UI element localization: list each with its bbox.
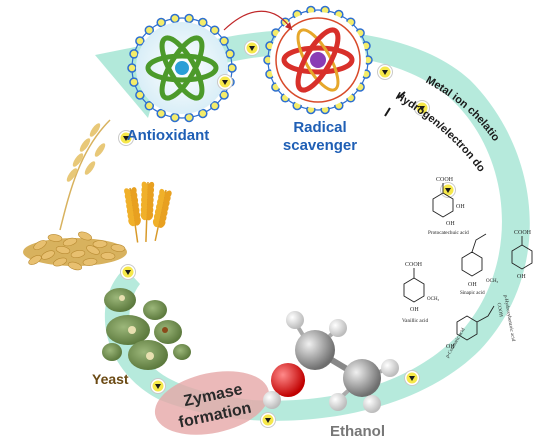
link-arrow [223,10,293,31]
arrow-badge-icon [150,378,166,394]
protocatechuic-oh2: OH [446,221,455,227]
atom-icon [136,22,228,114]
phenolic-acid-structures: COOH OH OH Protocatechuic acid OCH₃ OH S… [402,177,533,359]
radical-atom-ring [263,5,373,115]
ring-bead [184,112,194,123]
protocatechuic-label: Protocatechuic acid [428,230,469,236]
ring-bead [209,101,220,111]
ring-bead [156,17,166,28]
grain [62,237,78,247]
grain [70,250,86,258]
vanillic-oh: OH [410,307,419,313]
vanillic-cooh: COOH [405,262,423,268]
oat-sprig [59,119,111,231]
sinapic-oh: OH [468,282,477,288]
ring-bead [184,13,194,24]
ring-bead [198,108,208,119]
radical-label-line1: Radical [293,119,346,136]
ring-bead [127,63,137,73]
radical-atom-icon [270,12,366,108]
protocatechuic-oh1: OH [456,204,465,210]
coumaric-cooh: COOH [496,303,503,318]
link-arrowhead [285,22,292,30]
zymase-bubble [154,371,270,435]
protocatechuic-cooh: COOH [436,177,454,183]
grain [78,231,92,241]
coumaric-oh: OH [446,344,455,350]
sinapic-label: Sinapic acid [460,291,485,296]
arrow-badge-icon [217,74,233,90]
hydroxybenzoic-label: p-Hydroxybenzoic acid [502,295,515,343]
antioxidant-label: Antioxidant [127,127,210,144]
ring-bead [227,63,237,73]
arrow-badge-icon [260,412,276,428]
arrow-badge-icon [414,100,430,116]
ethanol-molecule-icon [263,311,399,413]
hydrogen-donor-label: Hydrogen/electron donor [0,0,487,175]
ring-bead [135,90,145,100]
grain [41,250,55,260]
radical-label-line2: scavenger [283,137,357,154]
ring-bead [129,77,139,87]
arrow-badge-icon [120,264,136,280]
ring-bead [170,13,180,24]
ring-bead [198,17,208,28]
grain [92,240,108,248]
hydroxybenzoic-oh: OH [517,274,526,280]
ethanol-label: Ethanol [330,423,385,440]
grain-icon [23,231,127,271]
ring-bead [209,25,220,35]
ring-bead [144,25,155,35]
ring-bead [219,90,229,100]
arrow-badge-icon [244,40,260,56]
ring-bead [135,36,145,46]
arrow-badge-icon [404,370,420,386]
vanillic-och3: OCH₃ [427,297,440,302]
grain [28,255,42,265]
grain [53,257,67,267]
hydroxybenzoic-cooh: COOH [514,230,532,236]
arrow-badges [118,40,456,428]
vanillic-label: Vanillic acid [402,318,428,324]
arrow-badge-icon [118,130,134,146]
ring-bead [156,108,166,119]
grain [86,245,100,255]
grain [55,245,71,255]
ring-bead [219,36,229,46]
grain [100,252,116,260]
ring-bead [144,101,155,111]
ring-bead [129,49,139,59]
grain [47,234,63,242]
grain [110,244,126,252]
ring-bead [170,112,180,123]
hint-arrows [384,91,406,117]
arrow-badge-icon [377,64,393,80]
yeast-cell-icon [102,288,191,370]
grain [33,240,47,250]
grain [67,261,83,271]
grain [82,258,98,266]
sinapic-och3: OCH₃ [486,279,499,284]
ring-bead [225,49,235,59]
yeast-label: Yeast [92,371,129,387]
wheat-icon [59,119,172,243]
